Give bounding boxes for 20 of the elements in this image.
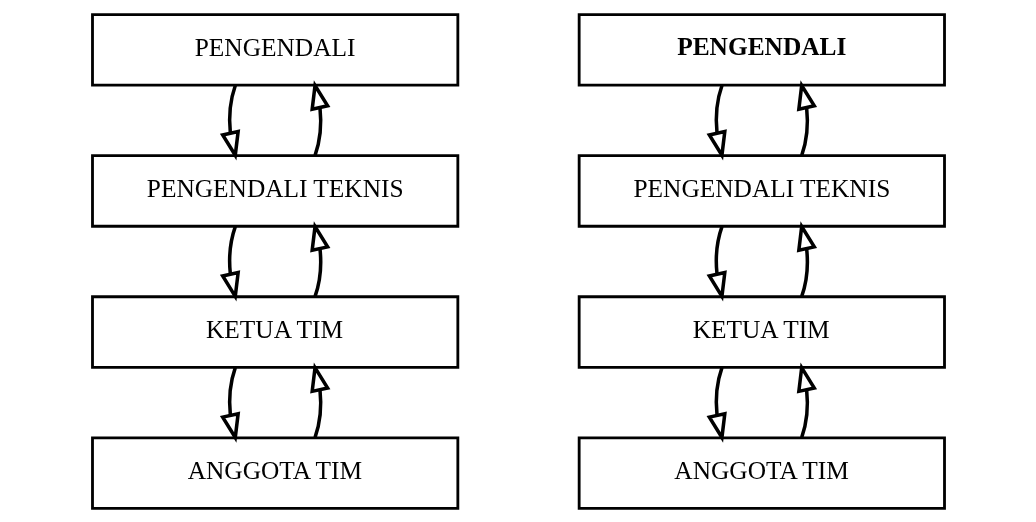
arrow xyxy=(796,361,817,438)
arrow xyxy=(796,220,817,297)
node-box: KETUA TIM xyxy=(577,294,946,369)
arrow xyxy=(706,84,727,160)
node-box: PENGENDALI xyxy=(90,12,459,87)
arrow xyxy=(309,361,330,438)
node-box: ANGGOTA TIM xyxy=(90,435,459,510)
arrow xyxy=(219,84,240,160)
arrow xyxy=(706,225,727,302)
node-box: ANGGOTA TIM xyxy=(577,435,946,510)
arrow xyxy=(796,79,817,156)
node-box: PENGENDALI TEKNIS xyxy=(577,153,946,228)
arrow xyxy=(219,225,240,302)
arrow xyxy=(309,79,330,156)
node-box: PENGENDALI xyxy=(577,12,946,87)
arrow xyxy=(706,366,727,443)
arrow xyxy=(309,220,330,297)
node-box: PENGENDALI TEKNIS xyxy=(90,153,459,228)
node-box: KETUA TIM xyxy=(90,294,459,369)
arrow xyxy=(219,366,240,443)
